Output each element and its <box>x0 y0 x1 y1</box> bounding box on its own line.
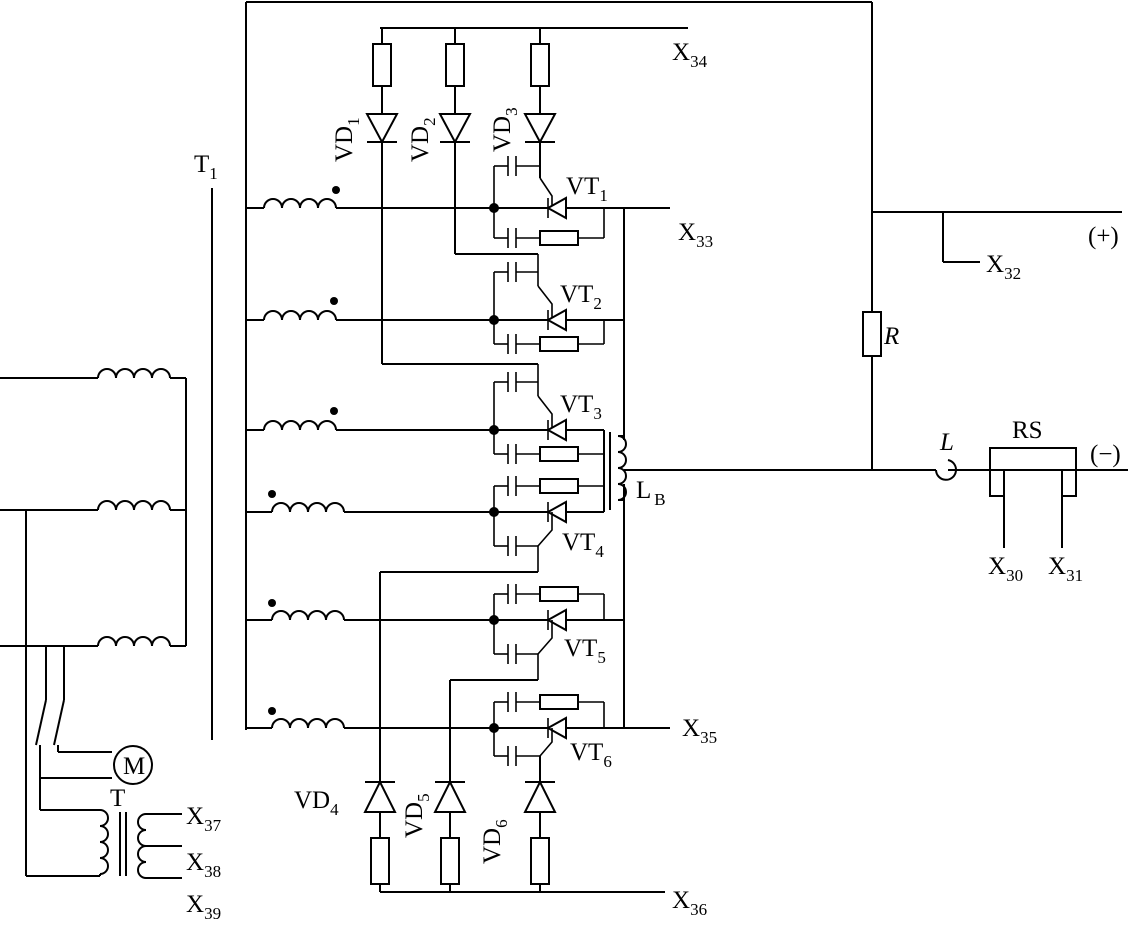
label-x31: X31 <box>1048 553 1083 585</box>
label-plus: (+) <box>1088 223 1119 250</box>
lower-diode-branches <box>363 571 557 892</box>
label-l: L <box>939 429 954 456</box>
label-vt3: VT3 <box>560 391 602 423</box>
label-x30: X30 <box>988 553 1023 585</box>
label-vt1: VT1 <box>566 173 608 205</box>
label-m: M <box>123 753 145 780</box>
label-x33: X33 <box>678 219 713 251</box>
label-vt5: VT5 <box>564 635 606 667</box>
label-vd2: VD2 <box>407 117 439 162</box>
balancing-reactor-lb <box>603 430 627 512</box>
vt2-cell <box>489 254 605 354</box>
label-vt6: VT6 <box>570 739 612 771</box>
label-vd4: VD4 <box>294 787 339 819</box>
vt1-cell <box>489 142 605 248</box>
label-x32: X32 <box>986 251 1021 283</box>
label-x39: X39 <box>186 891 221 923</box>
motor-m <box>113 745 153 785</box>
label-vd6: VD6 <box>479 819 511 864</box>
label-r: R <box>883 323 899 350</box>
label-vd1: VD1 <box>331 117 363 162</box>
label-x35: X35 <box>682 715 717 747</box>
label-vd5: VD5 <box>401 793 433 838</box>
label-t: T <box>110 785 125 812</box>
label-minus: (−) <box>1090 441 1121 468</box>
label-x37: X37 <box>186 803 222 835</box>
label-vt2: VT2 <box>560 281 602 313</box>
label-rs: RS <box>1012 417 1043 444</box>
t1-secondary-windings <box>211 186 624 740</box>
label-vd3: VD3 <box>489 107 521 152</box>
vt3-cell <box>489 364 605 464</box>
label-x38: X38 <box>186 849 221 881</box>
label-t1: T1 <box>194 151 218 183</box>
vt6-cell <box>489 692 605 766</box>
vt5-cell <box>489 584 605 680</box>
vt4-cell <box>489 476 605 572</box>
label-vt4: VT4 <box>562 529 604 561</box>
resistor-r <box>862 311 882 357</box>
main-buses <box>245 1 1122 893</box>
upper-diode-branches <box>365 28 557 365</box>
output-minus <box>935 447 1128 548</box>
label-x34: X34 <box>672 39 708 71</box>
labels: T1 X34 X33 X32 X35 X36 X30 X31 X37 X38 X… <box>110 39 1121 923</box>
thyristor-cells <box>489 142 605 766</box>
primary-side <box>0 368 187 879</box>
label-x36: X36 <box>672 887 707 919</box>
